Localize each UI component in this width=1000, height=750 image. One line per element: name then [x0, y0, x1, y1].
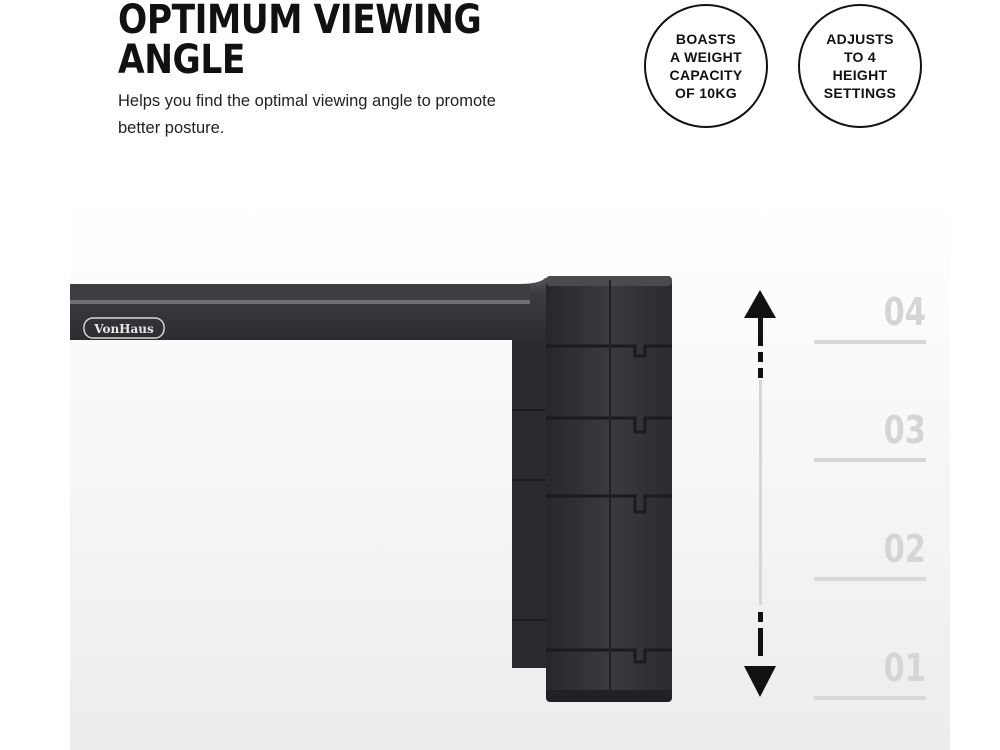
height-level-line	[814, 458, 926, 462]
subtitle: Helps you find the optimal viewing angle…	[118, 92, 496, 137]
headline-line-1: OPTIMUM VIEWING	[118, 0, 482, 43]
headline-line-2: ANGLE	[118, 37, 245, 83]
rear-leg	[512, 338, 548, 668]
height-level-line	[814, 696, 926, 700]
shelf-top	[70, 278, 580, 340]
weight-capacity-badge-text: BOASTS A WEIGHT CAPACITY OF 10KG	[669, 31, 743, 101]
height-level-label: 01	[883, 646, 926, 690]
brand-logo-frame	[83, 317, 165, 339]
height-level-line	[814, 577, 926, 581]
height-level-label: 02	[883, 527, 926, 571]
height-level-02: 02	[814, 527, 926, 581]
headline: OPTIMUM VIEWING ANGLE	[118, 0, 482, 83]
height-level-01: 01	[814, 646, 926, 700]
height-level-label: 03	[883, 408, 926, 452]
height-level-label: 04	[883, 290, 926, 334]
double-headed-vertical-arrow-icon	[744, 290, 776, 697]
height-level-03: 03	[814, 408, 926, 462]
height-settings-badge: ADJUSTS TO 4 HEIGHT SETTINGS	[798, 4, 922, 128]
height-settings-badge-text: ADJUSTS TO 4 HEIGHT SETTINGS	[823, 31, 897, 101]
front-leg	[546, 276, 672, 700]
brand-logo: VonHaus	[93, 322, 154, 336]
weight-capacity-badge: BOASTS A WEIGHT CAPACITY OF 10KG	[644, 4, 768, 128]
height-level-line	[814, 340, 926, 344]
height-level-04: 04	[814, 290, 926, 344]
